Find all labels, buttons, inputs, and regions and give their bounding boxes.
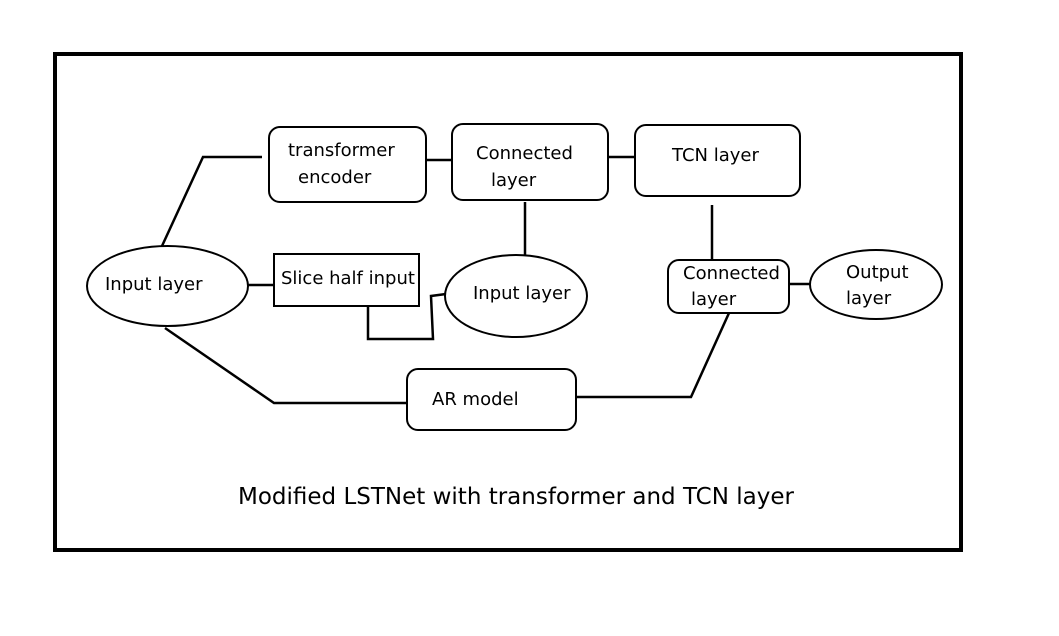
slice-half-input-label: Slice half input [281,268,415,289]
input-layer-mid-label: Input layer [473,283,571,304]
connected-layer-right-box: Connected layer [667,259,790,314]
connected-layer-top-label-line1: Connected [476,143,573,164]
transformer-encoder-box: transformer encoder [268,126,427,203]
edge-slice-to-input-mid [366,292,447,341]
connected-layer-right-label-line1: Connected [683,263,780,284]
connected-layer-top-label-line2: layer [491,170,537,191]
slice-half-input-box: Slice half input [273,253,420,307]
ar-model-label: AR model [432,389,519,410]
tcn-layer-box: TCN layer [634,124,801,197]
connected-layer-right-label-line2: layer [691,289,737,310]
transformer-encoder-label-line1: transformer [288,140,395,161]
input-layer-mid-node: Input layer [444,254,588,338]
connected-layer-top-box: Connected layer [451,123,609,201]
tcn-layer-label: TCN layer [672,145,759,166]
edge-input-to-transformer [160,155,262,247]
input-layer-left-label: Input layer [105,274,203,295]
output-layer-node: Output layer [809,249,943,320]
transformer-encoder-label-line2: encoder [298,167,372,188]
edge-ar-to-connected-right [576,312,731,399]
diagram-frame [53,52,963,552]
output-layer-label-line2: layer [846,288,892,309]
edge-input-to-ar [164,326,408,405]
ar-model-box: AR model [406,368,577,431]
diagram-caption: Modified LSTNet with transformer and TCN… [238,484,794,510]
input-layer-left-node: Input layer [86,245,249,327]
output-layer-label-line1: Output [846,262,909,283]
